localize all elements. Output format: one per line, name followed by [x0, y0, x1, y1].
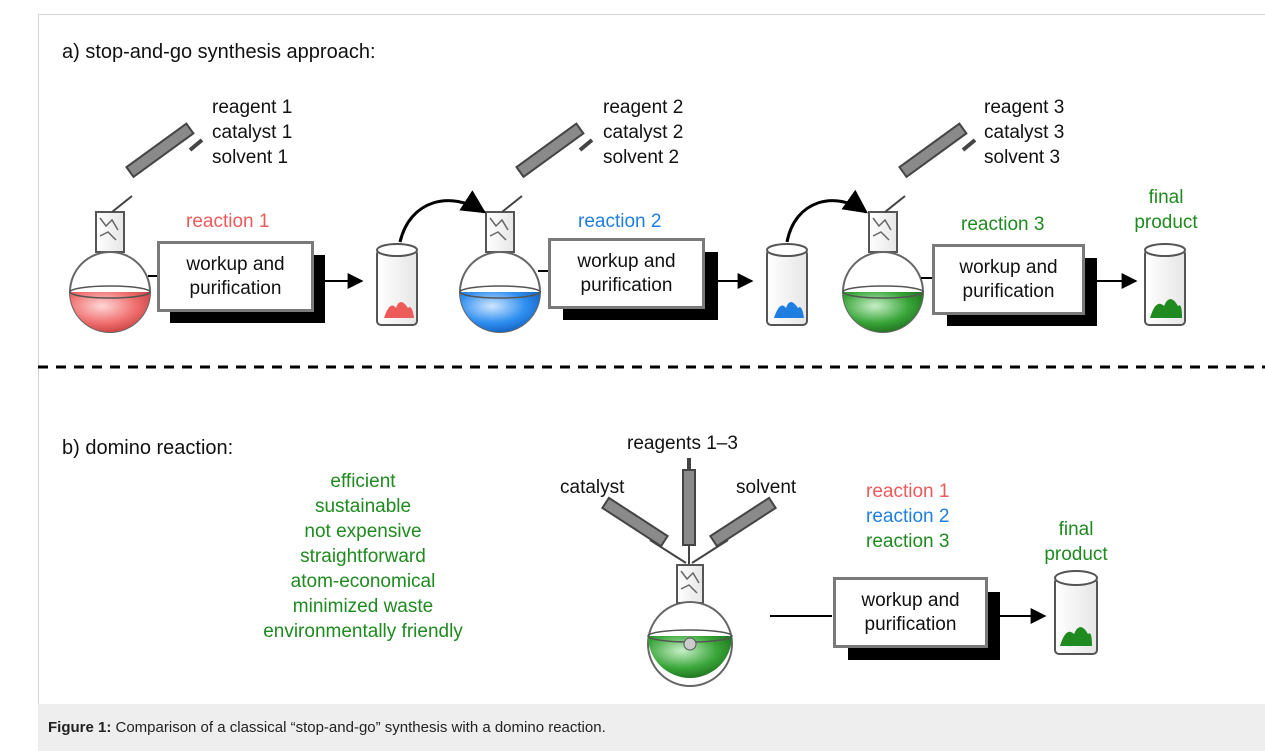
vial-1 — [376, 243, 418, 326]
reaction-1-label: reaction 1 — [186, 211, 270, 232]
advantage-item: environmentally friendly — [263, 621, 463, 642]
vial-3 — [1144, 243, 1186, 326]
section-a-heading: a) stop-and-go synthesis approach: — [62, 41, 376, 63]
solvent-label: solvent — [736, 477, 797, 498]
flask-3 — [842, 211, 924, 333]
reagents-label: reagents 1–3 — [627, 433, 738, 454]
workup-box-1: workup and purification — [157, 241, 314, 312]
syringe-3 — [884, 122, 977, 213]
syringe-1 — [111, 122, 204, 213]
final-product-label-b-line1: final — [1058, 519, 1094, 540]
solvent-2-label: solvent 2 — [603, 147, 680, 168]
transfer-arrow — [398, 190, 487, 243]
workup-box-line2: purification — [864, 614, 957, 635]
caption-label: Figure 1: — [48, 719, 112, 736]
catalyst-3-label: catalyst 3 — [984, 122, 1065, 143]
domino-reaction-1-label: reaction 1 — [866, 481, 950, 502]
caption-text: Comparison of a classical “stop-and-go” … — [111, 719, 606, 736]
final-product-label-a-line1: final — [1148, 187, 1184, 208]
advantage-item: efficient — [330, 471, 396, 492]
reagent-1-label: reagent 1 — [212, 97, 293, 118]
workup-box-2: workup and purification — [548, 238, 705, 309]
workup-box-line2: purification — [189, 278, 282, 299]
vial-2 — [766, 243, 808, 326]
solvent-1-label: solvent 1 — [212, 147, 289, 168]
workup-box-line1: workup and — [186, 254, 285, 275]
advantage-item: minimized waste — [292, 596, 434, 617]
flask-2 — [459, 211, 541, 333]
workup-box-domino: workup and purification — [833, 577, 988, 648]
advantage-item: sustainable — [314, 496, 412, 517]
vial-domino — [1054, 570, 1098, 655]
workup-box-line2: purification — [962, 281, 1055, 302]
section-b-heading: b) domino reaction: — [62, 437, 234, 459]
domino-syringes — [600, 458, 778, 565]
reaction-3-label: reaction 3 — [961, 214, 1045, 235]
figure-caption: Figure 1: Comparison of a classical “sto… — [38, 704, 1265, 751]
reagent-3-label: reagent 3 — [984, 97, 1065, 118]
advantage-item: atom-economical — [290, 571, 436, 592]
final-product-label-a-line2: product — [1134, 212, 1198, 233]
workup-box-line1: workup and — [959, 257, 1058, 278]
reaction-2-label: reaction 2 — [578, 211, 662, 232]
workup-box-line1: workup and — [577, 251, 676, 272]
flask-1 — [69, 211, 151, 333]
domino-flask — [647, 564, 733, 687]
catalyst-2-label: catalyst 2 — [603, 122, 684, 143]
workup-box-line2: purification — [580, 275, 673, 296]
transfer-arrow — [785, 189, 868, 243]
advantage-item: straightforward — [300, 546, 426, 567]
catalyst-label: catalyst — [560, 477, 625, 498]
syringe-2 — [501, 122, 594, 213]
domino-reaction-3-label: reaction 3 — [866, 531, 950, 552]
final-product-label-b-line2: product — [1044, 544, 1108, 565]
domino-reaction-2-label: reaction 2 — [866, 506, 950, 527]
workup-box-line1: workup and — [861, 590, 960, 611]
advantage-item: not expensive — [304, 521, 422, 542]
workup-box-3: workup and purification — [932, 244, 1085, 315]
solvent-3-label: solvent 3 — [984, 147, 1061, 168]
reagent-2-label: reagent 2 — [603, 97, 684, 118]
catalyst-1-label: catalyst 1 — [212, 122, 293, 143]
